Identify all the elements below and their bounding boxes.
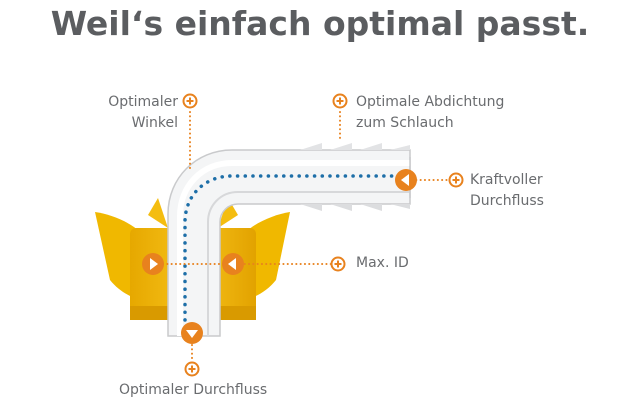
label-line: Winkel	[131, 115, 178, 131]
leader-lines	[162, 111, 453, 363]
label-optimale-abdichtung: Optimale Abdichtung zum Schlauch	[356, 92, 504, 134]
label-kraftvoller-durchfluss: Kraftvoller Durchfluss	[470, 170, 544, 212]
label-line: Optimaler	[108, 94, 178, 110]
label-line: Optimale Abdichtung	[356, 94, 505, 110]
plus-circle-icon	[184, 361, 200, 377]
label-line: Kraftvoller	[470, 172, 543, 188]
label-optimaler-durchfluss: Optimaler Durchfluss	[119, 382, 268, 398]
headline: Weil‘s einfach optimal passt.	[50, 4, 590, 43]
label-line: zum Schlauch	[356, 115, 454, 131]
label-max-id: Max. ID	[356, 255, 409, 271]
plus-circle-icon	[448, 172, 464, 188]
plus-circle-icon	[332, 93, 348, 109]
arrow-down-circle-icon	[181, 322, 203, 344]
flow-path	[183, 174, 398, 322]
arrow-right-circle-icon	[142, 253, 164, 275]
elbow-pipe	[167, 143, 411, 337]
label-optimaler-winkel: Optimaler Winkel	[92, 92, 178, 134]
arrow-left-circle-icon	[222, 253, 244, 275]
plus-circle-icon	[182, 93, 198, 109]
label-line: Durchfluss	[470, 193, 544, 209]
arrow-left-circle-icon	[395, 169, 417, 191]
plus-circle-icon	[330, 256, 346, 272]
